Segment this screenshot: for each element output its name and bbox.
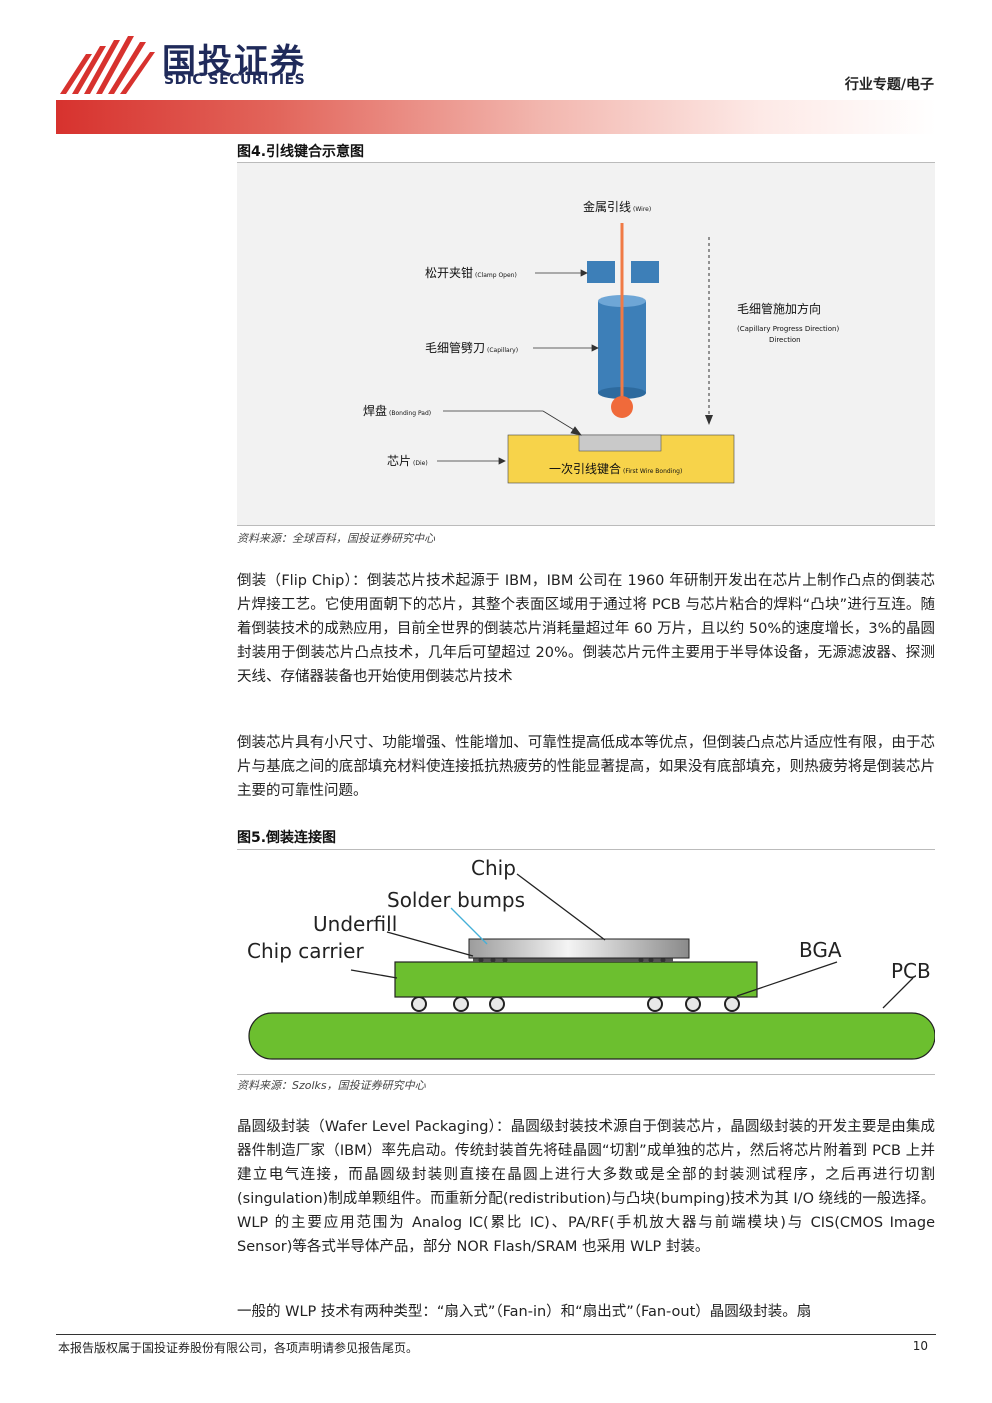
figure5-title: 图5.倒装连接图 xyxy=(237,830,337,846)
paragraph-wlp: 晶圆级封装（Wafer Level Packaging）：晶圆级封装技术源自于倒… xyxy=(237,1119,935,1255)
label-clamp: 松开夹钳(Clamp Open) xyxy=(425,266,517,280)
figure5-source: 资料来源：Szolks，国投证券研究中心 xyxy=(237,1079,426,1092)
label-chip: Chip xyxy=(471,856,516,880)
label-pad: 焊盘(Bonding Pad) xyxy=(363,403,431,418)
label-die: 芯片(Die) xyxy=(387,454,428,468)
paragraph-flip-chip: 倒装（Flip Chip）：倒装芯片技术起源于 IBM，IBM 公司在 1960… xyxy=(237,573,935,685)
logo-mark xyxy=(56,34,156,96)
paragraph-flip-chip-advantages: 倒装芯片具有小尺寸、功能增强、性能增加、可靠性提高低成本等优点，但倒装凸点芯片适… xyxy=(237,735,935,799)
pcb xyxy=(248,1012,936,1060)
label-first-bond: 一次引线键合(First Wire Bonding) xyxy=(549,461,682,476)
label-chip-carrier: Chip carrier xyxy=(247,939,364,963)
label-bga: BGA xyxy=(799,938,842,962)
solder-bumps xyxy=(478,957,666,963)
header-banner xyxy=(56,100,936,134)
clamp-left xyxy=(587,261,615,283)
bonding-pad xyxy=(578,434,662,452)
wire-bonding-diagram: 金属引线(Wire) 松开夹钳(Clamp Open) 毛细管劈刀(Capill… xyxy=(237,162,935,526)
footer-divider xyxy=(56,1334,936,1335)
report-category: 行业专题/电子 xyxy=(844,77,934,93)
logo-text-cn: 国投证券 xyxy=(162,42,306,82)
bga-balls xyxy=(411,996,740,1012)
label-direction-en: (Capillary Progress Direction) xyxy=(737,325,839,333)
clamp-right xyxy=(631,261,659,283)
label-underfill: Underfill xyxy=(313,912,397,936)
wire-ball xyxy=(611,396,633,418)
label-capillary: 毛细管劈刀(Capillary) xyxy=(425,340,518,355)
label-direction-en2: Direction xyxy=(769,336,801,344)
paragraph-wlp-types: 一般的 WLP 技术有两种类型：“扇入式”（Fan-in）和“扇出式”（Fan-… xyxy=(237,1304,812,1320)
label-solder-bumps: Solder bumps xyxy=(387,888,525,912)
logo-text-en: SDIC SECURITIES xyxy=(164,72,306,88)
label-wire: 金属引线(Wire) xyxy=(583,199,651,214)
flip-chip-diagram: Chip Solder bumps Underfill Chip carrier… xyxy=(237,849,936,1075)
chip-carrier xyxy=(394,961,758,998)
page-number: 10 xyxy=(912,1339,928,1353)
footer-disclaimer: 本报告版权属于国投证券股份有限公司，各项声明请参见报告尾页。 xyxy=(58,1341,419,1355)
figure4-source: 资料来源：全球百科，国投证券研究中心 xyxy=(237,532,435,545)
chip xyxy=(468,938,690,959)
label-pcb: PCB xyxy=(891,959,931,983)
label-direction: 毛细管施加方向 xyxy=(737,301,821,316)
figure4-title: 图4.引线键合示意图 xyxy=(237,144,365,160)
